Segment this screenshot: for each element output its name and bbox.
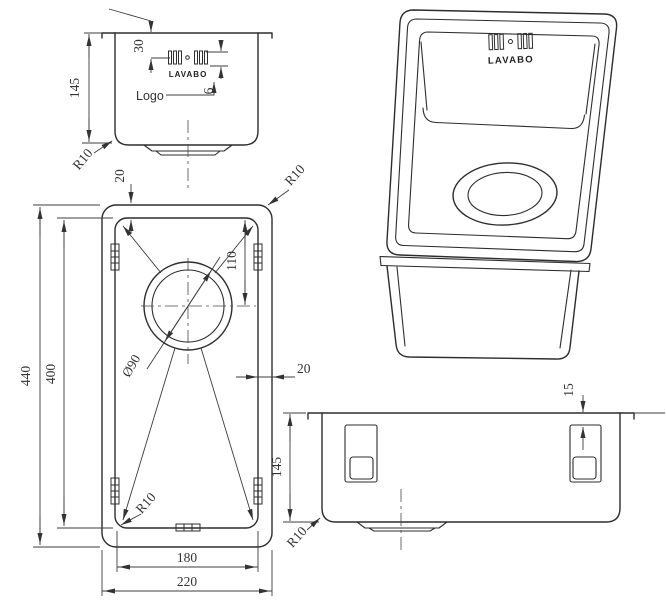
dim-front-depth: 145 — [67, 34, 112, 144]
dim-side-clip-offset: 15 — [561, 383, 586, 450]
iso-inner-rim — [395, 18, 610, 253]
iso-drain-flange — [452, 162, 558, 226]
svg-text:145: 145 — [67, 78, 82, 99]
iso-drain-hole — [467, 171, 543, 217]
plan-bowl-edge — [114, 217, 259, 529]
side-clip-bracket-right — [569, 424, 602, 483]
dim-plan-inner-length: 400 — [43, 217, 113, 529]
front-elevation-view: LAVABO 145 30 6 Logo — [67, 8, 273, 234]
svg-text:30: 30 — [131, 39, 146, 53]
side-body-outline — [321, 412, 621, 523]
side-clip-bracket-left — [344, 424, 378, 483]
dim-plan-rim-width-right: 20 — [236, 361, 311, 380]
dim-plan-inner-width: 180 — [116, 531, 259, 572]
dim-plan-outer-width: 220 — [101, 550, 273, 596]
svg-text:Ø90: Ø90 — [119, 352, 144, 380]
iso-bowl-opening — [408, 31, 600, 240]
isometric-view: LAVABO — [379, 9, 618, 360]
svg-text:R10: R10 — [133, 489, 159, 516]
dim-drain-offset: 110 — [224, 220, 248, 305]
svg-text:145: 145 — [269, 457, 284, 478]
mounting-clip-right-top — [253, 243, 263, 271]
side-elevation-view: 145 15 R10 — [269, 383, 665, 553]
side-rim-outline — [307, 412, 635, 420]
dim-plan-corner-radius-top: R10 — [267, 161, 308, 206]
svg-text:110: 110 — [224, 251, 239, 271]
dim-front-vent-height: 6 — [201, 40, 228, 94]
svg-text:R10: R10 — [282, 161, 308, 188]
svg-text:400: 400 — [43, 364, 58, 385]
iso-lower-body — [386, 265, 580, 360]
plan-view: Ø90 110 440 400 — [18, 161, 311, 596]
svg-text:20: 20 — [297, 361, 311, 376]
logo-callout: Logo — [136, 82, 217, 103]
iso-overflow-vent-icon — [488, 32, 534, 51]
side-drain-boss — [356, 521, 448, 529]
svg-text:R10: R10 — [70, 145, 96, 172]
mounting-clip-left-top — [110, 243, 120, 271]
svg-text:Logo: Logo — [136, 89, 164, 103]
front-bowl-outline — [114, 32, 259, 146]
svg-text:R10: R10 — [284, 523, 310, 550]
mounting-clip-right-bottom — [253, 477, 263, 505]
dim-front-vent-offset: 30 — [108, 8, 170, 73]
iso-bowl-floor-edge — [422, 107, 586, 130]
svg-text:220: 220 — [177, 574, 198, 589]
dim-side-corner-radius: R10 — [284, 517, 321, 550]
plan-outer-rim — [101, 204, 273, 548]
dim-plan-outer-length: 440 — [18, 204, 100, 548]
mounting-clip-bottom-center — [175, 523, 201, 532]
svg-text:180: 180 — [177, 550, 198, 565]
dim-side-depth: 145 — [269, 412, 319, 523]
drain-locator-lines — [122, 225, 254, 521]
svg-text:15: 15 — [561, 383, 576, 397]
svg-text:440: 440 — [18, 366, 33, 387]
iso-outer-rim — [386, 9, 618, 263]
brand-logotype-front: LAVABO — [169, 70, 208, 79]
dim-front-corner-radius: R10 — [70, 140, 113, 173]
overflow-vent-icon — [168, 50, 208, 65]
svg-text:6: 6 — [201, 87, 216, 94]
svg-text:20: 20 — [112, 169, 127, 183]
brand-logotype-iso: LAVABO — [488, 54, 534, 67]
front-rim-outline — [101, 32, 273, 39]
mounting-clip-left-bottom — [110, 477, 120, 505]
dim-plan-rim-width-top: 20 — [112, 169, 134, 234]
